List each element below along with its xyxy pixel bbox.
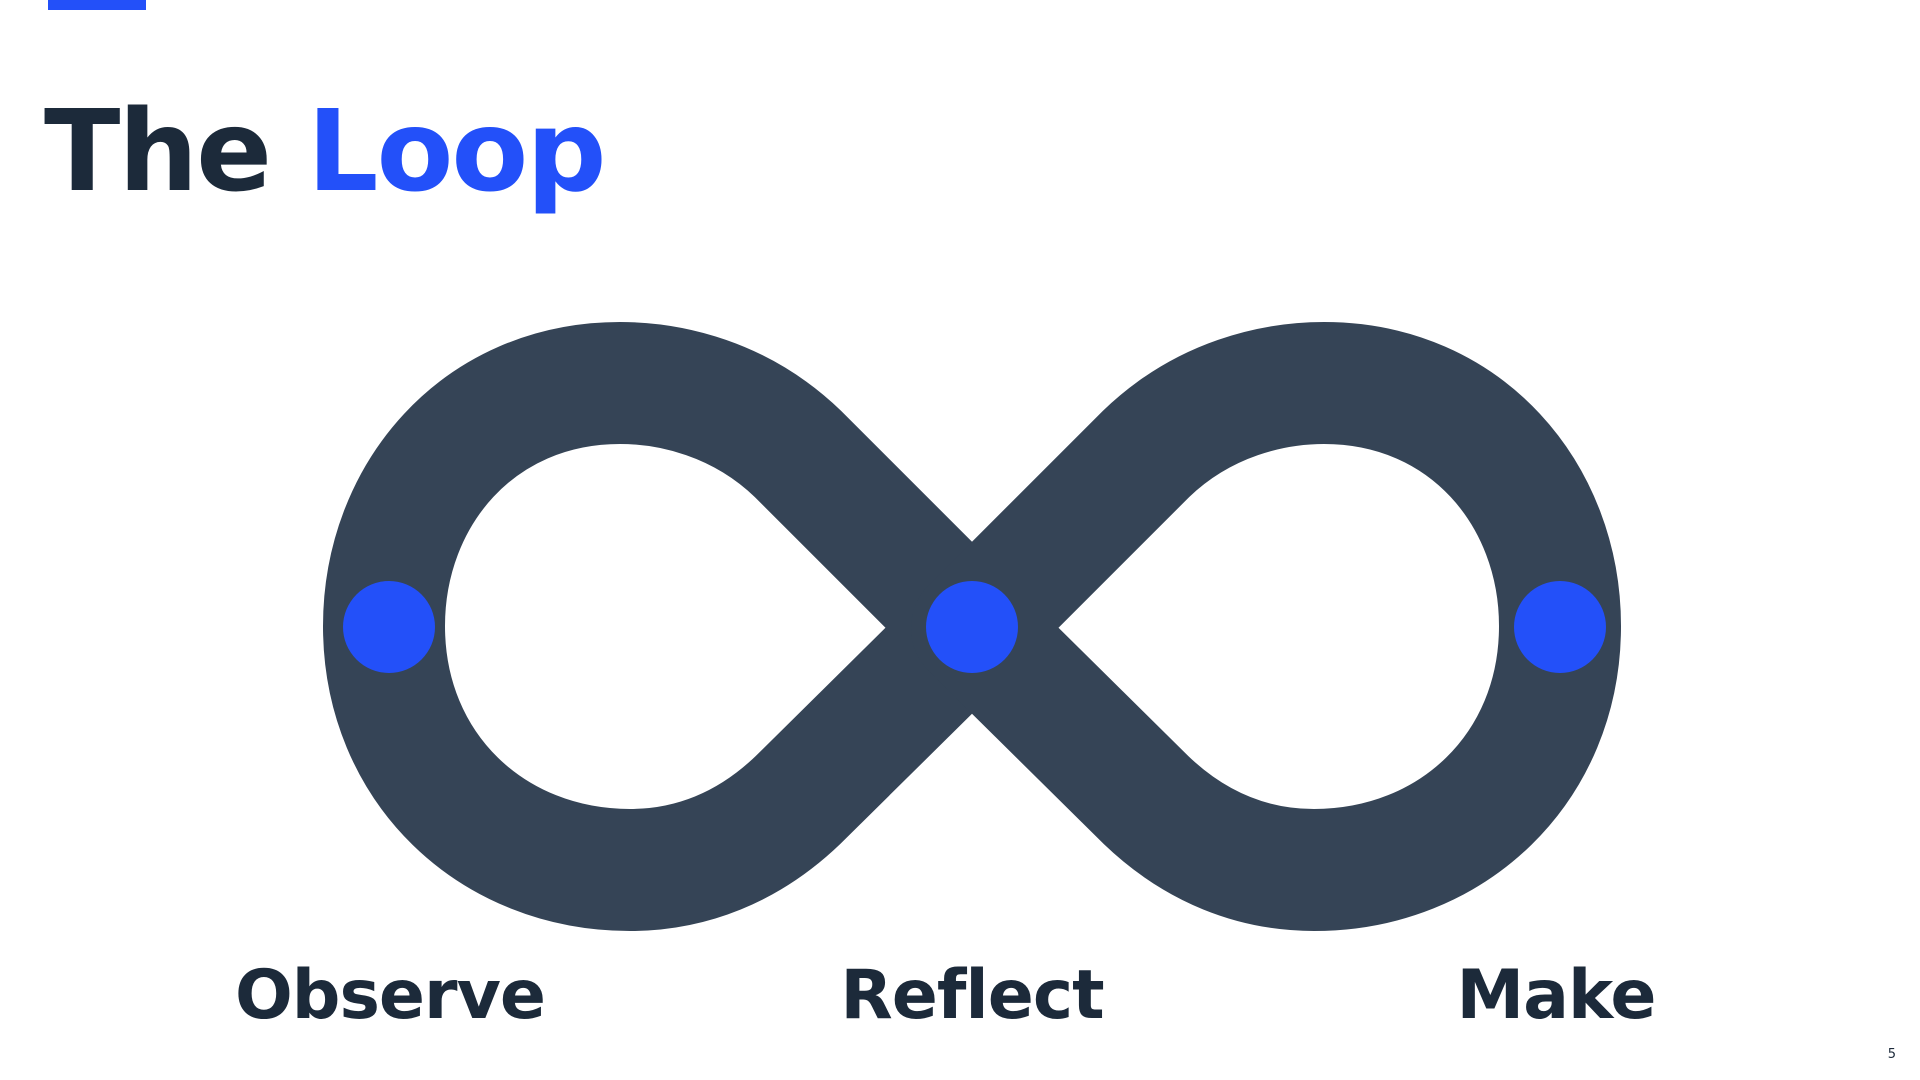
stage-label-make: Make xyxy=(1456,956,1656,1035)
observe-node xyxy=(343,581,435,673)
accent-bar xyxy=(48,0,146,10)
title-highlight: Loop xyxy=(307,87,606,217)
make-node xyxy=(1514,581,1606,673)
reflect-node xyxy=(926,581,1018,673)
stage-label-reflect: Reflect xyxy=(840,956,1104,1035)
stage-label-observe: Observe xyxy=(234,956,546,1035)
page-number: 5 xyxy=(1887,1047,1896,1062)
infinity-loop-left-lobe xyxy=(323,322,1033,931)
slide-title: The Loop xyxy=(44,96,607,208)
title-prefix: The xyxy=(44,87,308,217)
infinity-loop-right-lobe xyxy=(911,322,1621,931)
